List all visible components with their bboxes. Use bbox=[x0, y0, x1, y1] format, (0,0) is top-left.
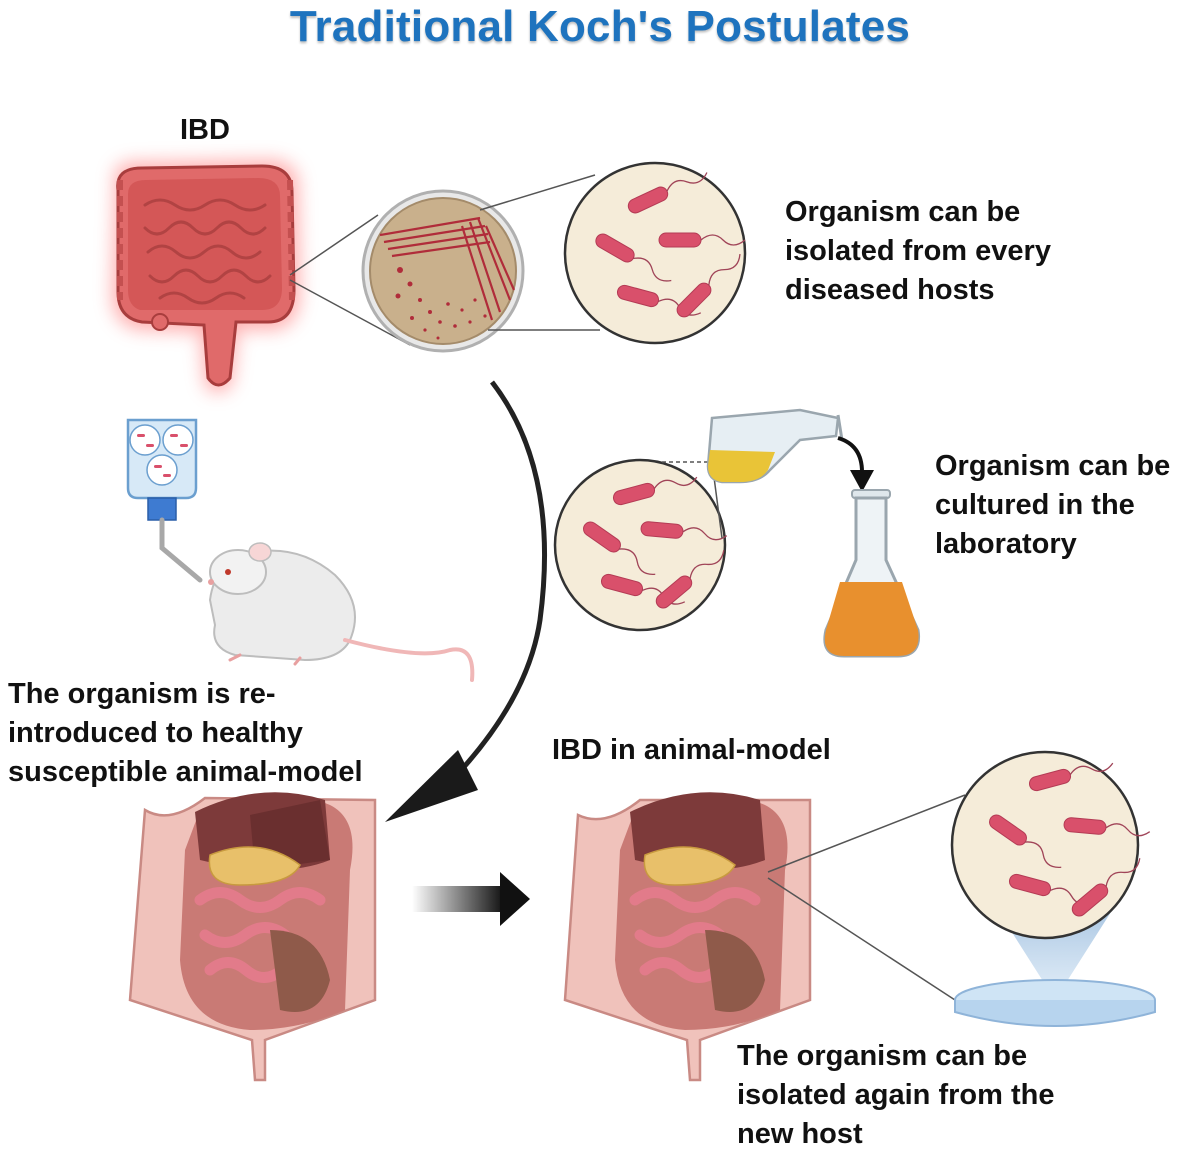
water-bottle-icon bbox=[126, 418, 203, 583]
flask-icon bbox=[823, 489, 921, 658]
pouring-flask-icon bbox=[706, 408, 844, 484]
step-4-label: The organism can be isolated again from … bbox=[737, 1040, 1055, 1150]
abdomen-icon bbox=[563, 792, 812, 1082]
arrow-icon bbox=[385, 380, 547, 822]
step-2-label: Organism can be cultured in the laborato… bbox=[935, 450, 1171, 560]
abdomen-icon bbox=[128, 792, 377, 1082]
ibd-label: IBD bbox=[180, 114, 230, 146]
page-title: Traditional Koch's Postulates bbox=[289, 2, 911, 51]
bacteria-zoom-circle-1 bbox=[563, 161, 747, 345]
colon-icon bbox=[112, 159, 300, 393]
bacteria-zoom-circle-2 bbox=[553, 458, 729, 632]
petri-dish-icon bbox=[361, 189, 525, 353]
petri-dish-icon bbox=[954, 979, 1156, 1027]
horizontal-arrow-icon bbox=[412, 872, 530, 926]
ibd-animal-model-label: IBD in animal-model bbox=[552, 734, 831, 766]
mouse-icon bbox=[208, 542, 475, 682]
bacteria-zoom-circle-3 bbox=[950, 750, 1152, 940]
step-3-label: The organism is re- introduced to health… bbox=[8, 678, 363, 788]
step-1-label: Organism can be isolated from every dise… bbox=[785, 196, 1051, 306]
